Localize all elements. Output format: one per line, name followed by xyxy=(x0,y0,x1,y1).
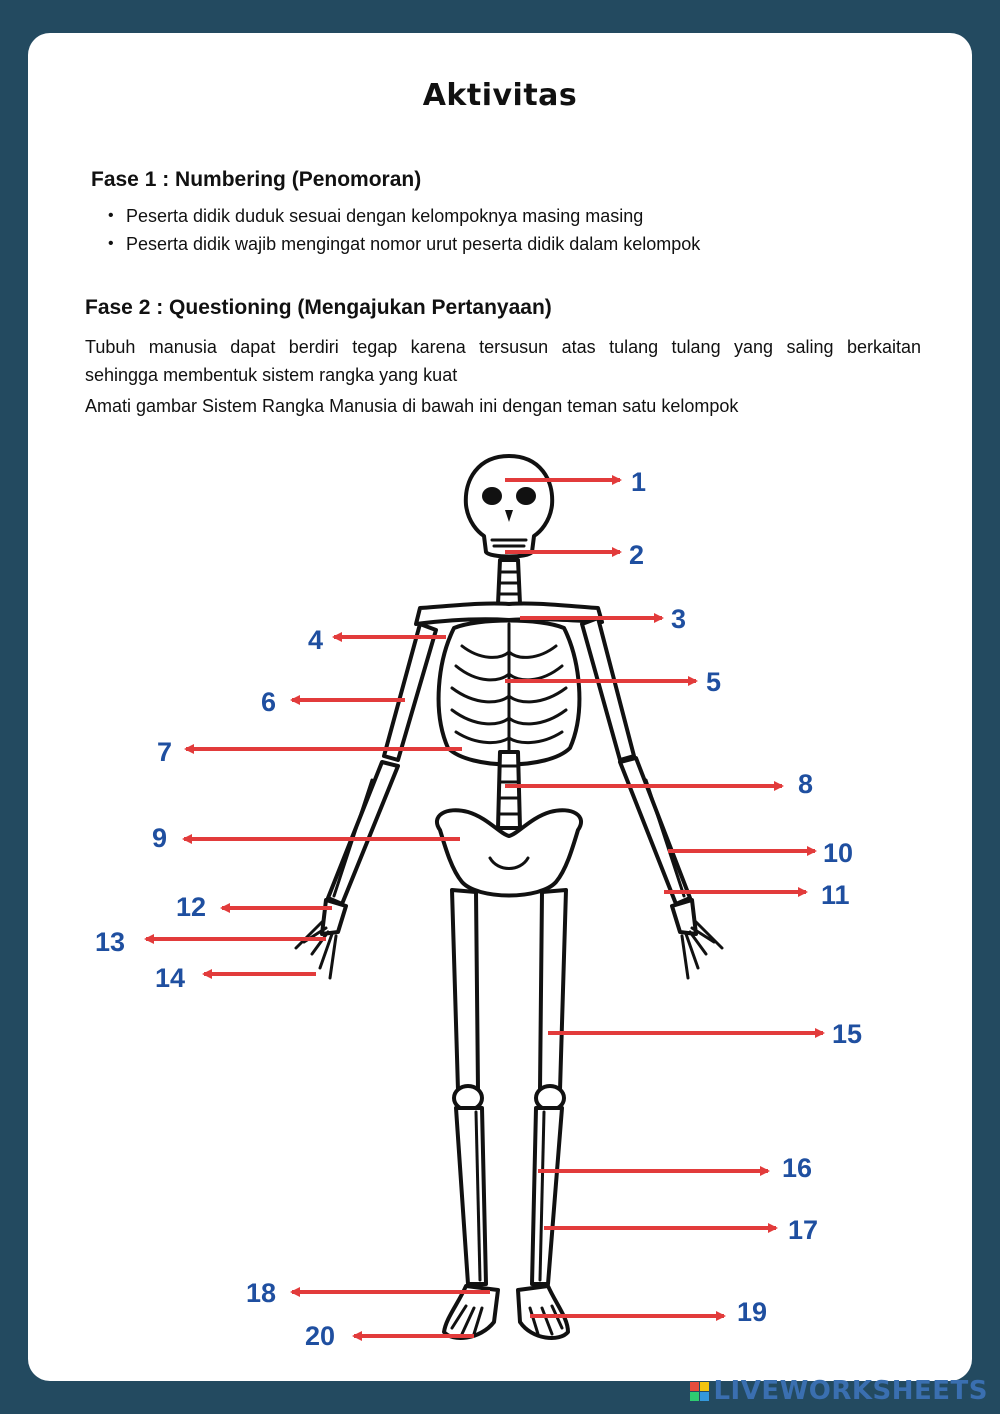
label-13: 13 xyxy=(95,927,125,957)
skeleton-drawing xyxy=(296,456,722,1338)
logo-square-red xyxy=(690,1382,699,1391)
label-3: 3 xyxy=(671,604,686,634)
label-6: 6 xyxy=(261,687,276,717)
label-19: 19 xyxy=(737,1297,767,1327)
logo-square-blue xyxy=(700,1392,709,1401)
label-18: 18 xyxy=(246,1278,276,1308)
label-14: 14 xyxy=(155,963,185,993)
label-12: 12 xyxy=(176,892,206,922)
logo-square-green xyxy=(690,1392,699,1401)
label-15: 15 xyxy=(832,1019,862,1049)
liveworksheets-logo-icon xyxy=(690,1382,709,1401)
label-20: 20 xyxy=(305,1321,335,1351)
label-8: 8 xyxy=(798,769,813,799)
label-10: 10 xyxy=(823,838,853,868)
label-4: 4 xyxy=(308,625,323,655)
logo-square-yellow xyxy=(700,1382,709,1391)
label-16: 16 xyxy=(782,1153,812,1183)
label-2: 2 xyxy=(629,540,644,570)
label-1: 1 xyxy=(631,467,646,497)
label-7: 7 xyxy=(157,737,172,767)
label-5: 5 xyxy=(706,667,721,697)
label-17: 17 xyxy=(788,1215,818,1245)
liveworksheets-wordmark: LIVEWORKSHEETS xyxy=(713,1376,988,1406)
label-11: 11 xyxy=(821,880,850,910)
liveworksheets-brand: LIVEWORKSHEETS xyxy=(690,1376,988,1406)
label-9: 9 xyxy=(152,823,167,853)
